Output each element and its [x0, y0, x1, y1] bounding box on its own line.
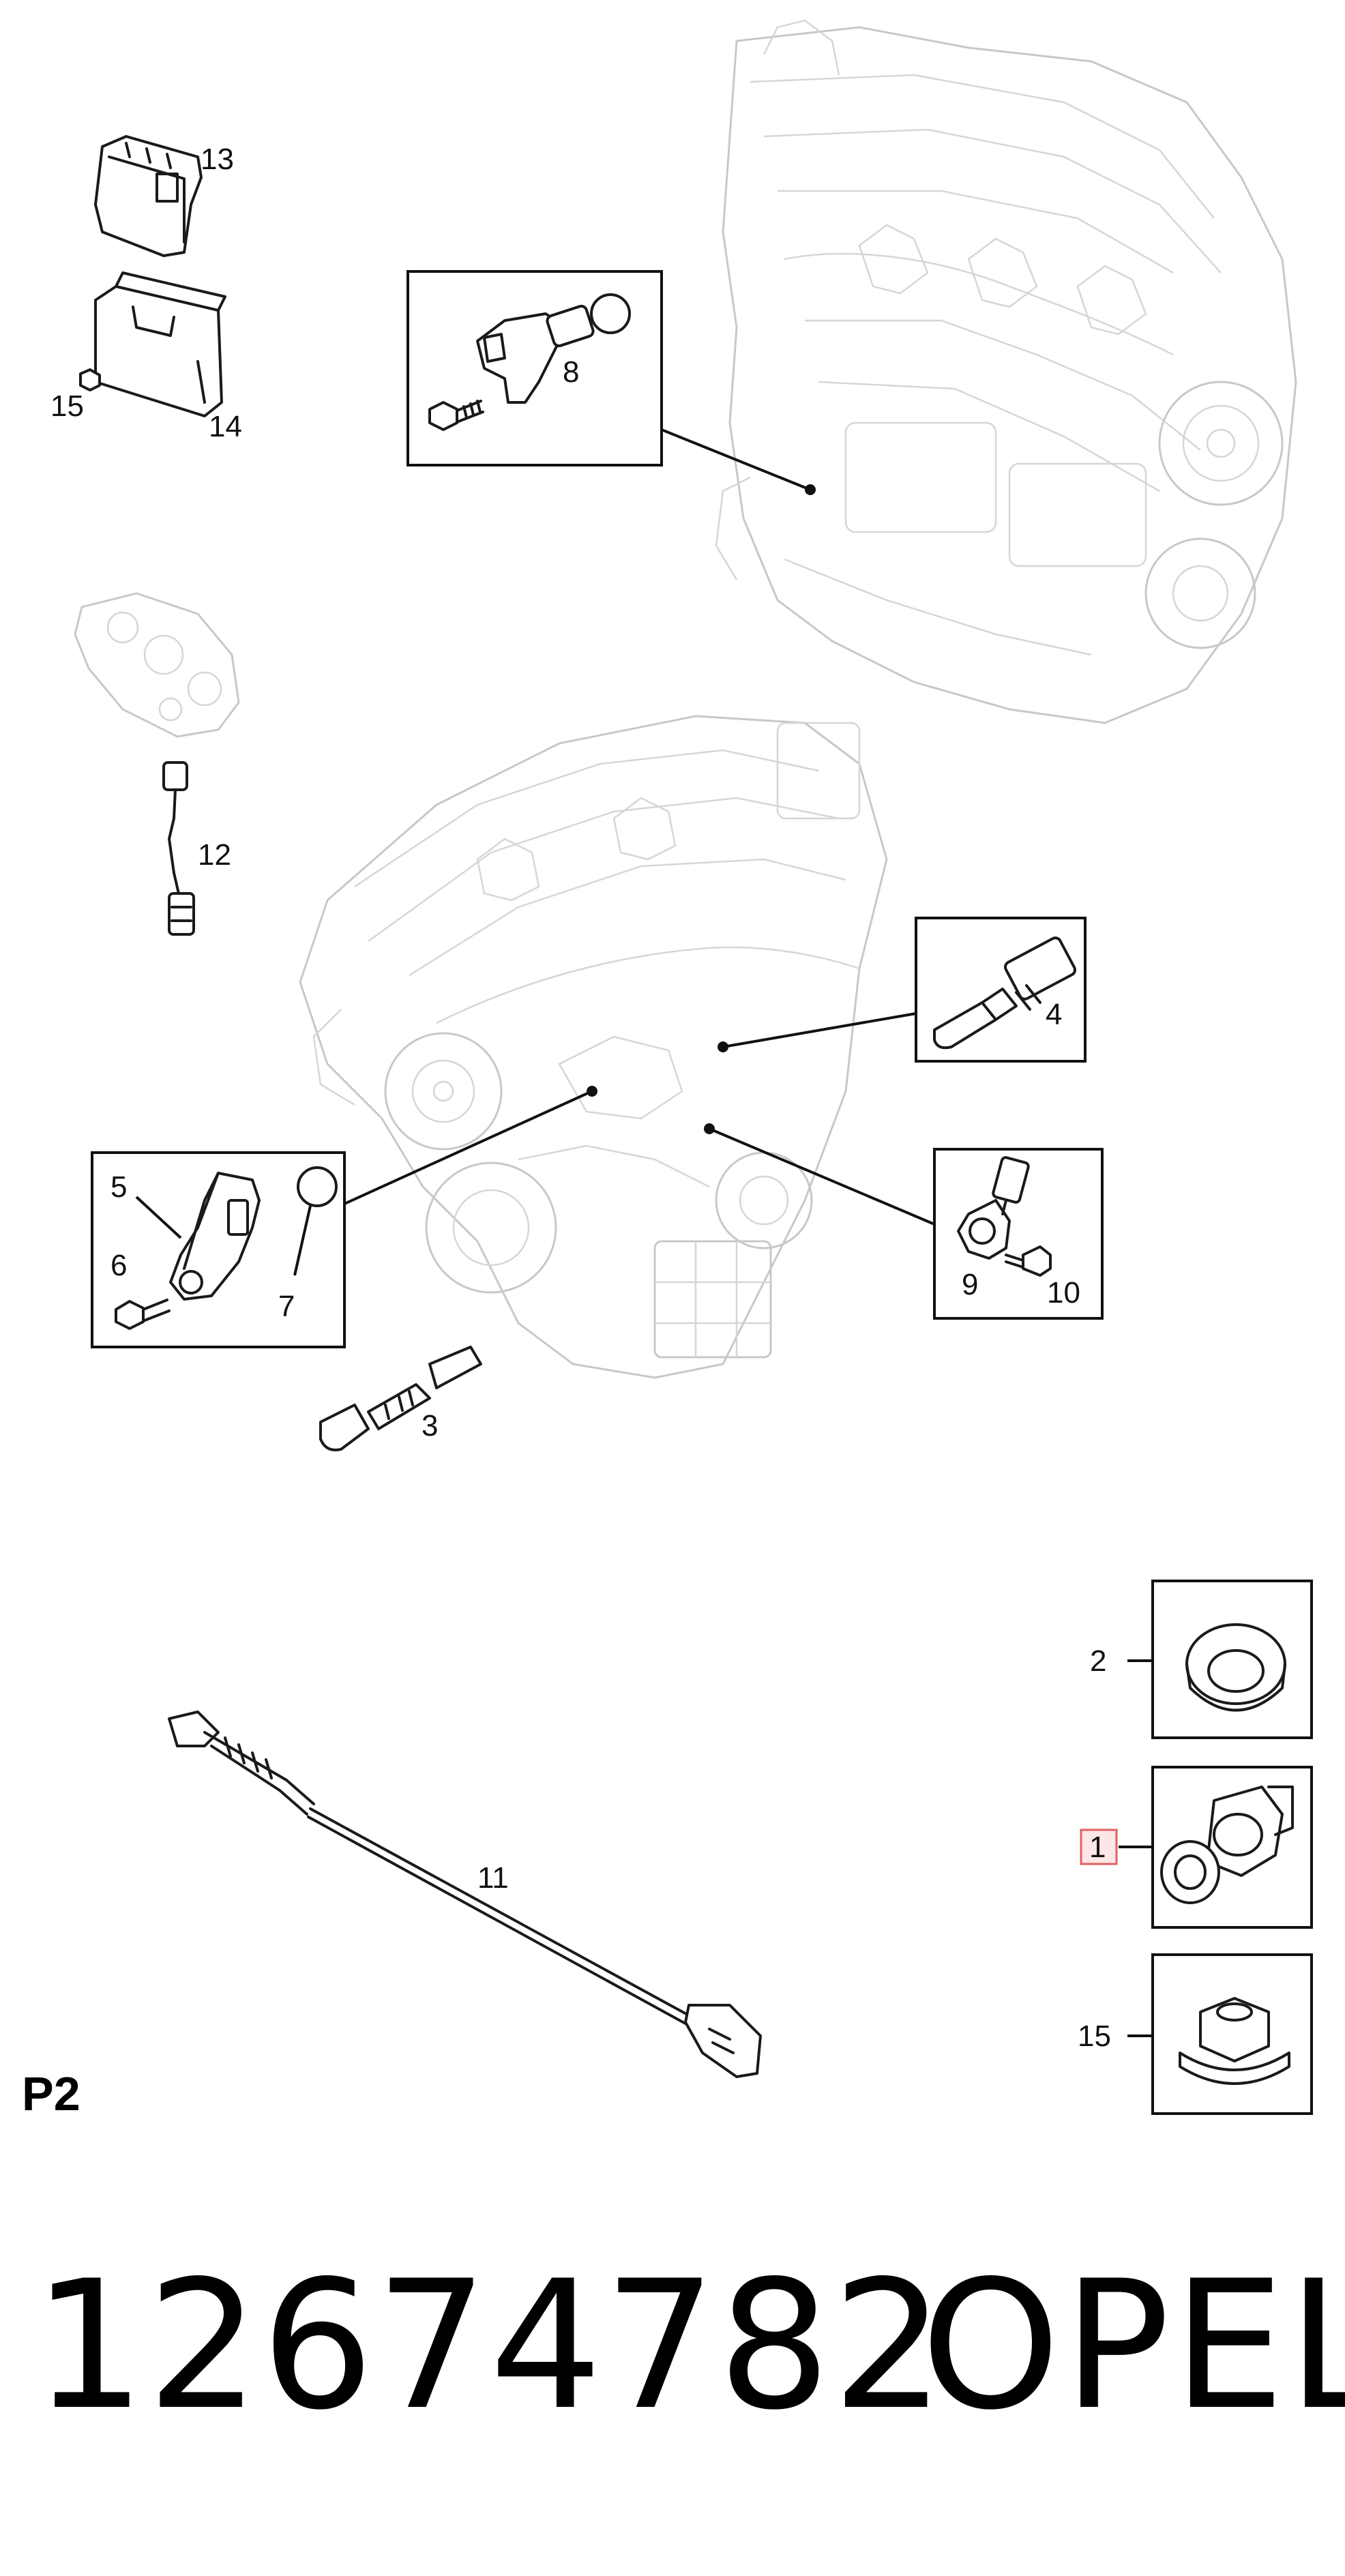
detail-box-part-2	[1127, 1580, 1313, 1739]
callout-13: 13	[201, 143, 234, 176]
callout-10: 10	[1047, 1276, 1080, 1309]
nut-small-part-15	[79, 368, 101, 391]
detail-box-part-8	[407, 270, 816, 495]
callout-2: 2	[1090, 1644, 1106, 1678]
sensor-cable-part-12	[162, 761, 195, 936]
callout-1: 1	[1089, 1831, 1106, 1864]
detail-box-part-5-6-7	[91, 1086, 597, 1348]
page-tag: P2	[22, 2067, 80, 2120]
detail-box-part-4	[718, 917, 1087, 1063]
callout-14: 14	[209, 410, 242, 443]
callout-4: 4	[1046, 998, 1062, 1031]
detail-box-part-1	[1119, 1766, 1313, 1929]
gasket-illustration	[74, 592, 240, 738]
detail-box-part-9-10	[704, 1123, 1104, 1320]
ecu-bracket-part-14	[94, 271, 226, 417]
callout-7: 7	[278, 1290, 295, 1323]
sensor-part-3	[319, 1346, 482, 1451]
ecu-module-part-13	[94, 135, 203, 257]
callout-5: 5	[110, 1170, 127, 1204]
brand-name: OPEL	[921, 2243, 1345, 2449]
oxygen-sensor-part-11	[168, 1711, 762, 2078]
callout-6: 6	[110, 1249, 127, 1282]
lower-engine-illustration	[299, 715, 888, 1379]
callout-11: 11	[477, 1861, 509, 1895]
callout-15-top: 15	[50, 389, 84, 423]
detail-box-part-15	[1127, 1953, 1313, 2115]
callout-8: 8	[563, 355, 579, 389]
callout-3: 3	[422, 1409, 438, 1442]
part-number: 12674782	[33, 2243, 947, 2449]
callout-9: 9	[962, 1268, 978, 1301]
highlight-box-part-1	[1080, 1829, 1118, 1865]
callout-15-right: 15	[1078, 2019, 1111, 2053]
callout-12: 12	[198, 838, 231, 872]
upper-engine-illustration	[715, 19, 1297, 724]
